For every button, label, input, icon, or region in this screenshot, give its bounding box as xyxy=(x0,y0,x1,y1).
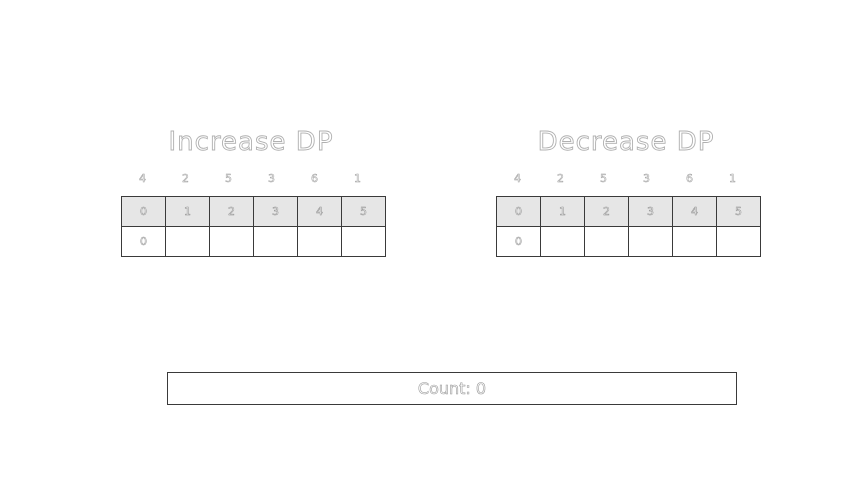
decrease-dp-title: Decrease DP xyxy=(537,127,715,158)
index-cell: 4 xyxy=(297,196,342,227)
increase-input-row: 4 2 5 3 6 1 xyxy=(121,160,381,196)
index-cell: 0 xyxy=(121,196,166,227)
input-value: 5 xyxy=(225,171,233,185)
decrease-dp-table: 0 1 2 3 4 5 0 xyxy=(496,196,761,257)
input-value: 6 xyxy=(686,171,694,185)
dp-value-cell xyxy=(297,226,342,257)
increase-value-row: 0 xyxy=(121,226,386,257)
dp-value-cell: 0 xyxy=(496,226,541,257)
count-display: Count: 0 xyxy=(167,372,737,405)
dp-value-cell xyxy=(672,226,717,257)
dp-value-cell xyxy=(540,226,585,257)
increase-dp-table: 0 1 2 3 4 5 0 xyxy=(121,196,386,257)
dp-value-cell: 0 xyxy=(121,226,166,257)
input-value: 3 xyxy=(643,171,651,185)
input-value: 5 xyxy=(600,171,608,185)
increase-dp-panel: Increase DP 4 2 5 3 6 1 0 1 2 3 4 5 0 xyxy=(121,124,386,257)
increase-dp-title: Increase DP xyxy=(168,127,334,158)
index-cell: 3 xyxy=(253,196,298,227)
index-cell: 3 xyxy=(628,196,673,227)
dp-value-cell xyxy=(628,226,673,257)
index-cell: 2 xyxy=(209,196,254,227)
dp-value-cell xyxy=(584,226,629,257)
input-value: 2 xyxy=(182,171,190,185)
index-cell: 5 xyxy=(716,196,761,227)
dp-value-cell xyxy=(165,226,210,257)
index-cell: 1 xyxy=(540,196,585,227)
input-value: 3 xyxy=(268,171,276,185)
input-value: 1 xyxy=(729,171,737,185)
decrease-index-row: 0 1 2 3 4 5 xyxy=(496,196,761,227)
dp-value-cell xyxy=(341,226,386,257)
increase-index-row: 0 1 2 3 4 5 xyxy=(121,196,386,227)
input-value: 2 xyxy=(557,171,565,185)
input-value: 6 xyxy=(311,171,319,185)
decrease-dp-panel: Decrease DP 4 2 5 3 6 1 0 1 2 3 4 5 0 xyxy=(496,124,761,257)
dp-value-cell xyxy=(253,226,298,257)
input-value: 4 xyxy=(139,171,147,185)
decrease-input-row: 4 2 5 3 6 1 xyxy=(496,160,756,196)
dp-value-cell xyxy=(716,226,761,257)
index-cell: 5 xyxy=(341,196,386,227)
dp-value-cell xyxy=(209,226,254,257)
index-cell: 2 xyxy=(584,196,629,227)
input-value: 4 xyxy=(514,171,522,185)
input-value: 1 xyxy=(354,171,362,185)
decrease-value-row: 0 xyxy=(496,226,761,257)
index-cell: 4 xyxy=(672,196,717,227)
index-cell: 1 xyxy=(165,196,210,227)
index-cell: 0 xyxy=(496,196,541,227)
